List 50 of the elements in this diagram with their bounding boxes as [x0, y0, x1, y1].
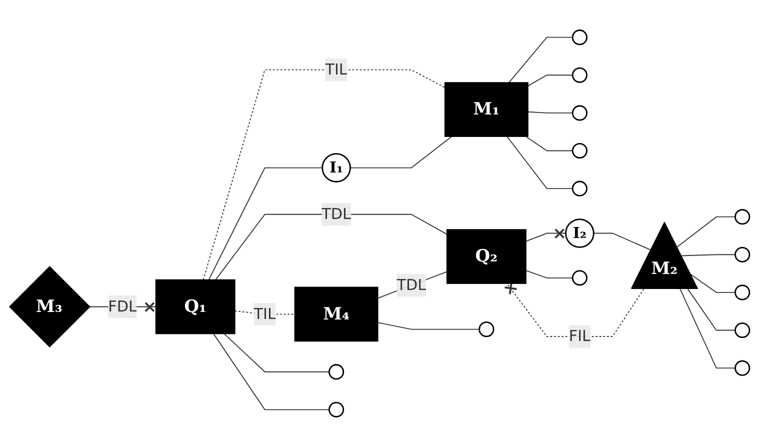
connector	[525, 270, 574, 278]
connector	[208, 167, 323, 280]
connector	[525, 228, 566, 242]
node-box: Q₂	[446, 229, 526, 284]
node-circle: I₁	[322, 153, 351, 182]
connector	[202, 69, 446, 280]
connector	[234, 310, 296, 315]
connector	[680, 288, 736, 369]
connector	[377, 271, 448, 299]
node-circle: I₂	[565, 218, 594, 248]
connector	[504, 281, 644, 337]
node-circle	[572, 142, 588, 159]
connector	[377, 322, 480, 330]
edge-label: FDL	[108, 297, 137, 316]
node-box: M₁	[444, 82, 528, 137]
connector	[593, 232, 652, 251]
node-circle	[572, 105, 588, 121]
edge-label: TDL	[396, 276, 426, 294]
connector	[676, 216, 736, 248]
connector	[213, 333, 330, 410]
node-circle	[734, 246, 750, 262]
node-circle	[328, 364, 344, 380]
node-box: Q₁	[155, 279, 236, 334]
node-circle	[572, 30, 588, 46]
connector	[506, 136, 574, 190]
node-circle	[572, 180, 588, 196]
connector	[350, 136, 452, 168]
connector	[215, 214, 448, 280]
connector	[690, 274, 736, 293]
node-circle	[734, 360, 750, 376]
edge-label: FIL	[568, 327, 590, 346]
node-box: M₄	[294, 286, 378, 342]
node-circle	[478, 322, 494, 338]
node-circle	[734, 209, 750, 225]
connector	[527, 74, 574, 86]
connector	[527, 111, 574, 114]
edge-label: TIL	[325, 60, 348, 78]
node-circle	[572, 270, 588, 286]
connector	[224, 333, 330, 372]
connector	[680, 254, 736, 256]
node-diamond: M₃	[8, 266, 90, 348]
connector	[687, 288, 736, 331]
node-circle	[734, 284, 750, 300]
connector	[508, 36, 574, 84]
connector	[525, 136, 574, 152]
node-circle	[328, 402, 344, 418]
node-circle	[572, 67, 588, 83]
edge-label: TDL	[322, 204, 351, 223]
node-circle	[734, 322, 750, 338]
edge-label: TIL	[254, 304, 276, 323]
